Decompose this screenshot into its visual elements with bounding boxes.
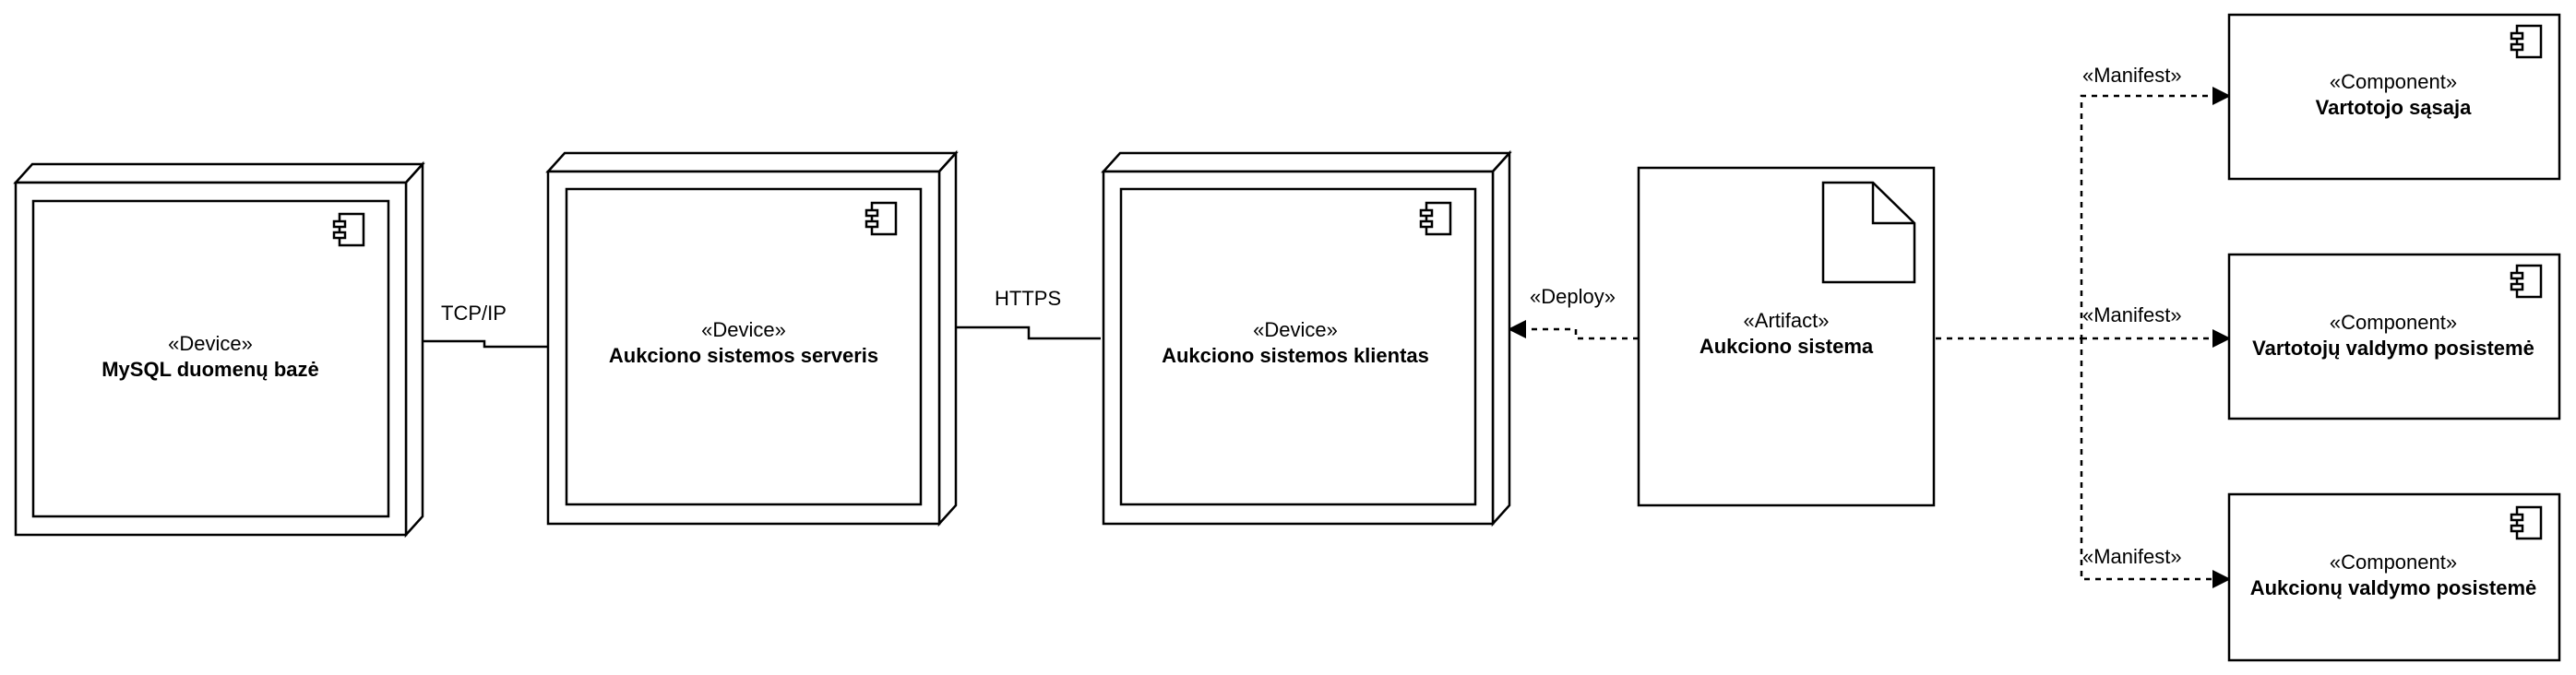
manifest-label-2: «Manifest»: [2082, 303, 2182, 326]
component-stereotype: «Component»: [2330, 551, 2457, 574]
device-stereotype: «Device»: [1253, 318, 1338, 341]
component-icon: [2510, 264, 2543, 299]
manifest-label-3: «Manifest»: [2082, 545, 2182, 568]
device-name: Aukciono sistemos serveris: [609, 344, 878, 367]
manifest-dependencies: «Manifest» «Manifest» «Manifest»: [1936, 64, 2231, 588]
artifact-stereotype: «Artifact»: [1744, 309, 1830, 332]
component-vartotoju-valdymo-posisteme[interactable]: «Component» Vartotojų valdymo posistemė: [2227, 253, 2561, 420]
component-name: Vartotojo sąsaja: [2316, 96, 2473, 119]
device-stereotype: «Device»: [701, 318, 786, 341]
component-icon: [332, 212, 365, 247]
component-stereotype: «Component»: [2330, 70, 2457, 93]
device-node-server[interactable]: «Device» Aukciono sistemos serveris: [545, 149, 959, 527]
component-vartotojo-sasaja[interactable]: «Component» Vartotojo sąsaja: [2227, 13, 2561, 181]
manifest-label-1: «Manifest»: [2082, 64, 2182, 87]
component-icon: [865, 201, 898, 236]
component-box-server[interactable]: [565, 187, 923, 506]
connector-label-https: HTTPS: [995, 287, 1061, 310]
deploy-dependency: «Deploy»: [1508, 285, 1639, 340]
device-node-db[interactable]: «Device» MySQL duomenų bazė: [13, 160, 425, 539]
component-icon: [2510, 505, 2543, 540]
artifact-node[interactable]: «Artifact» Aukciono sistema: [1637, 166, 1936, 507]
device-node-client[interactable]: «Device» Aukciono sistemos klientas: [1101, 149, 1512, 527]
connector-db-server: TCP/IP: [423, 302, 548, 349]
artifact-name: Aukciono sistema: [1699, 335, 1874, 358]
connector-server-client: HTTPS: [956, 287, 1101, 340]
component-icon: [2510, 24, 2543, 59]
component-box-db[interactable]: [31, 199, 390, 518]
component-box-client[interactable]: [1119, 187, 1477, 506]
component-stereotype: «Component»: [2330, 311, 2457, 334]
component-icon: [1419, 201, 1452, 236]
device-stereotype: «Device»: [168, 332, 253, 355]
connector-label-tcpip: TCP/IP: [441, 302, 507, 325]
component-name: Vartotojų valdymo posistemė: [2252, 337, 2534, 360]
device-name: MySQL duomenų bazė: [101, 358, 319, 381]
device-name: Aukciono sistemos klientas: [1162, 344, 1429, 367]
artifact-document-icon: [1821, 181, 1916, 284]
component-name: Aukcionų valdymo posistemė: [2250, 576, 2537, 599]
connector-label-deploy: «Deploy»: [1530, 285, 1616, 308]
component-aukcionu-valdymo-posisteme[interactable]: «Component» Aukcionų valdymo posistemė: [2227, 492, 2561, 662]
